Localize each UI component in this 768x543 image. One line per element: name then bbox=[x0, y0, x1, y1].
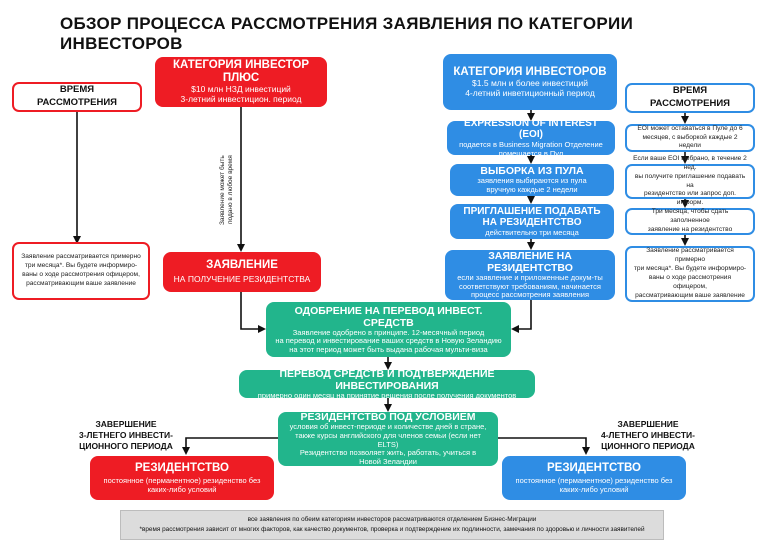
investor-plus-category-box: КАТЕГОРИЯ ИНВЕСТОР ПЛЮС $10 млн НЗД инве… bbox=[155, 57, 327, 107]
right-note-line3: ваны о ходе рассмотрения офицером, bbox=[648, 274, 732, 290]
right-review-time-title: ВРЕМЯ РАССМОТРЕНИЯ bbox=[649, 85, 731, 109]
end-right-line3: ЦИОННОГО ПЕРИОДА bbox=[601, 441, 695, 452]
invitation-note-line2: заявление на резидентство bbox=[647, 225, 733, 233]
footer-line2: *время рассмотрения зависит от многих фа… bbox=[139, 525, 645, 533]
conditional-line3: Резидентство позволяет жить, работать, у… bbox=[299, 448, 477, 458]
arrow-conditional-to-right-residence bbox=[498, 437, 590, 455]
investor-plus-line1: $10 млн НЗД инвестиций bbox=[191, 84, 291, 95]
approval-line1: Заявление одобрено в принципе. 12-месячн… bbox=[292, 327, 485, 337]
footer-line1: все заявления по обеим категориям инвест… bbox=[247, 516, 537, 523]
right-note-line2: три месяца*. Вы будете информиро- bbox=[633, 265, 747, 273]
vertical-note-line1: Заявление может быть bbox=[219, 155, 226, 225]
eoi-note-line1: EOI может оставаться в Пуле до 6 bbox=[637, 124, 743, 132]
left-residence-box: РЕЗИДЕНТСТВО постоянное (перманентное) р… bbox=[90, 456, 274, 500]
investor-line1: $1.5 млн и более инвестиций bbox=[472, 77, 588, 88]
right-application-box: ЗАЯВЛЕНИЕ НА РЕЗИДЕНТСТВО если заявление… bbox=[445, 250, 615, 300]
investor-plus-line2: 3-летний инвестицион. период bbox=[180, 94, 302, 105]
vertical-note-line2: подано в любое время bbox=[227, 155, 235, 225]
eoi-title: EXPRESSION OF INTEREST (EOI) bbox=[464, 117, 598, 141]
pool-line2: вручную каждые 2 недели bbox=[486, 185, 578, 195]
left-residence-title: РЕЗИДЕНТСТВО bbox=[134, 461, 229, 474]
invitation-note: Три месяца, чтобы сдать заполненное заяв… bbox=[625, 208, 755, 235]
left-application-box: ЗАЯВЛЕНИЕ НА ПОЛУЧЕНИЕ РЕЗИДЕНТСТВА bbox=[163, 252, 321, 292]
invitation-line1: действительно три месяца bbox=[485, 227, 579, 237]
left-application-subtitle: НА ПОЛУЧЕНИЕ РЕЗИДЕНТСТВА bbox=[173, 274, 311, 285]
pool-line1: заявления выбираются из пула bbox=[477, 176, 587, 186]
left-note-line1: Заявление рассматривается примерно bbox=[21, 253, 141, 261]
conditional-line1: условия об инвест-периоде и количестве д… bbox=[289, 422, 487, 432]
pool-title: ВЫБОРКА ИЗ ПУЛА bbox=[480, 165, 584, 178]
pool-note-line2: вы получите приглашение подавать на bbox=[634, 172, 746, 189]
transfer-line1: примерно один месяц на принятие решения … bbox=[257, 390, 517, 400]
right-note-line4: рассматривающим ваше заявление bbox=[635, 291, 745, 299]
investor-line2: 4-летний инветиционный период bbox=[465, 87, 595, 98]
right-application-note: Заявление рассматривается примерно три м… bbox=[625, 246, 755, 302]
pool-note-line1: Если ваше EOI выбрано, в течение 2 нед. bbox=[633, 154, 747, 171]
left-application-title: ЗАЯВЛЕНИЕ bbox=[206, 259, 278, 271]
approval-box: ОДОБРЕНИЕ НА ПЕРЕВОД ИНВЕСТ. СРЕДСТВ Зая… bbox=[266, 302, 511, 357]
approval-title: ОДОБРЕНИЕ НА ПЕРЕВОД ИНВЕСТ. СРЕДСТВ bbox=[294, 304, 483, 329]
left-note-line4: рассматривающим ваше заявление bbox=[26, 279, 136, 287]
transfer-box: ПЕРЕВОД СРЕДСТВ И ПОДТВЕРЖДЕНИЕ ИНВЕСТИР… bbox=[239, 367, 535, 400]
approval-line3: на этот период может быть выдана рабочая… bbox=[289, 344, 488, 354]
right-residence-box: РЕЗИДЕНТСТВО постоянное (перманентное) р… bbox=[502, 456, 686, 500]
conditional-line4: Новой Зеландии bbox=[359, 456, 417, 466]
investor-title: КАТЕГОРИЯ ИНВЕСТОРОВ bbox=[453, 65, 607, 78]
conditional-title: РЕЗИДЕНТСТВО ПОД УСЛОВИЕМ bbox=[300, 411, 476, 424]
right-application-line1: если заявление и приложенные докум-ты bbox=[457, 273, 603, 283]
end-left-line3: ЦИОННОГО ПЕРИОДА bbox=[79, 441, 173, 452]
pool-selection-box: ВЫБОРКА ИЗ ПУЛА заявления выбираются из … bbox=[450, 164, 614, 196]
right-residence-title: РЕЗИДЕНТСТВО bbox=[546, 461, 641, 474]
pool-note: Если ваше EOI выбрано, в течение 2 нед. … bbox=[625, 155, 755, 206]
investor-plus-title: КАТЕГОРИЯ ИНВЕСТОР ПЛЮС bbox=[172, 59, 310, 85]
invitation-note-line1: Три месяца, чтобы сдать заполненное bbox=[651, 208, 729, 225]
end-left-line1: ЗАВЕРШЕНИЕ bbox=[95, 419, 157, 429]
invitation-box: ПРИГЛАШЕНИЕ ПОДАВАТЬ НА РЕЗИДЕНТСТВО дей… bbox=[450, 204, 614, 239]
left-application-note: Заявление рассматривается примерно три м… bbox=[12, 242, 150, 300]
left-note-line3: ваны о ходе рассмотрения офицером, bbox=[22, 271, 140, 278]
eoi-line2: помещается в Пул bbox=[498, 148, 564, 158]
arrow-conditional-to-left-residence bbox=[182, 437, 278, 455]
approval-line2: на перевод и инвестирование ваших средст… bbox=[275, 336, 502, 346]
arrow-right-application-to-approval bbox=[511, 300, 532, 333]
end-right-line2: 4-ЛЕТНЕГО ИНВЕСТИ- bbox=[601, 430, 695, 441]
transfer-title: ПЕРЕВОД СРЕДСТВ И ПОДТВЕРЖДЕНИЕ ИНВЕСТИР… bbox=[279, 367, 495, 392]
eoi-note: EOI может оставаться в Пуле до 6 месяцев… bbox=[625, 124, 755, 152]
right-review-time-box: ВРЕМЯ РАССМОТРЕНИЯ bbox=[625, 83, 755, 113]
left-vertical-note: Заявление может быть подано в любое врем… bbox=[219, 140, 235, 240]
end-left-label: ЗАВЕРШЕНИЕ 3-ЛЕТНЕГО ИНВЕСТИ- ЦИОННОГО П… bbox=[66, 419, 186, 452]
left-residence-line1: постоянное (перманентное) резиденство бе… bbox=[103, 475, 261, 485]
arrow-left-application-to-approval bbox=[240, 292, 266, 333]
eoi-box: EXPRESSION OF INTEREST (EOI) подается в … bbox=[447, 117, 615, 157]
eoi-line1: подается в Business Migration Отделение bbox=[459, 139, 603, 149]
right-application-line3: процесс рассмотрения заявления bbox=[470, 290, 590, 300]
right-application-title: ЗАЯВЛЕНИЕ НА РЕЗИДЕНТСТВО bbox=[487, 250, 573, 275]
left-residence-line2: каких-либо условий bbox=[147, 484, 217, 494]
right-application-line2: соответствуют требованиям, начинается bbox=[459, 281, 601, 291]
left-note-line2: три месяца*. Вы будете информиро- bbox=[24, 262, 138, 270]
footer-note: все заявления по обеим категориям инвест… bbox=[120, 510, 664, 540]
right-residence-line1: постоянное (перманентное) резиденство бе… bbox=[515, 475, 673, 485]
end-right-line1: ЗАВЕРШЕНИЕ bbox=[617, 419, 679, 429]
conditional-residence-box: РЕЗИДЕНТСТВО ПОД УСЛОВИЕМ условия об инв… bbox=[278, 411, 498, 466]
left-review-time-title: ВРЕМЯ РАССМОТРЕНИЯ bbox=[36, 84, 118, 108]
conditional-line2: также курсы английского для членов семьи… bbox=[295, 431, 481, 449]
eoi-note-line2: месяцев, с выборкой каждые 2 недели bbox=[642, 133, 738, 150]
page-title: ОБЗОР ПРОЦЕССА РАССМОТРЕНИЯ ЗАЯВЛЕНИЯ ПО… bbox=[60, 14, 634, 53]
invitation-title2: НА РЕЗИДЕНТСТВО bbox=[482, 217, 582, 229]
left-review-time-box: ВРЕМЯ РАССМОТРЕНИЯ bbox=[12, 82, 142, 112]
investor-category-box: КАТЕГОРИЯ ИНВЕСТОРОВ $1.5 млн и более ин… bbox=[443, 54, 617, 110]
end-left-line2: 3-ЛЕТНЕГО ИНВЕСТИ- bbox=[79, 430, 173, 441]
right-residence-line2: каких-либо условий bbox=[559, 484, 629, 494]
end-right-label: ЗАВЕРШЕНИЕ 4-ЛЕТНЕГО ИНВЕСТИ- ЦИОННОГО П… bbox=[588, 419, 708, 452]
invitation-title1: ПРИГЛАШЕНИЕ ПОДАВАТЬ bbox=[463, 205, 601, 217]
right-note-line1: Заявление рассматривается примерно bbox=[646, 247, 734, 264]
pool-note-line3: резидентство или запрос доп. информ. bbox=[644, 190, 736, 207]
